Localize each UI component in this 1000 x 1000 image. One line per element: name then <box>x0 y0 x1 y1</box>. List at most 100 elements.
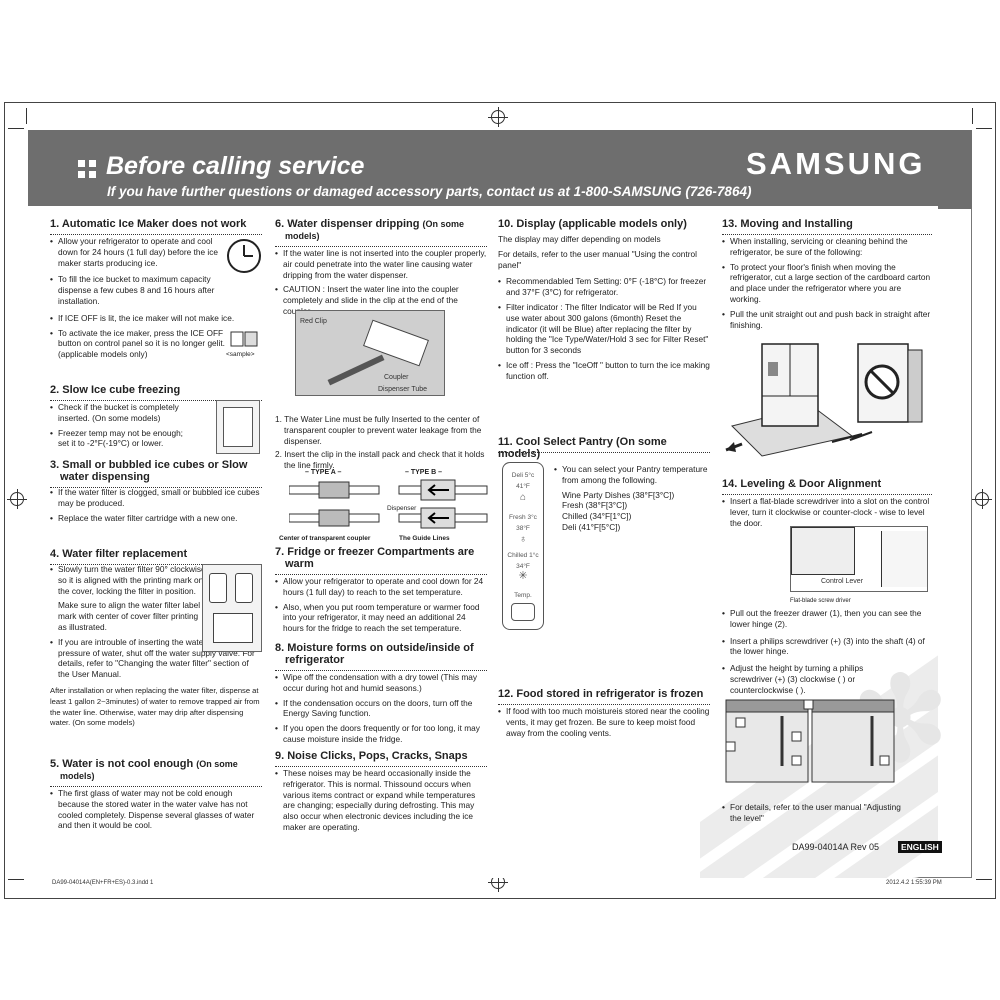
pantry-deli-label: Deli 5°c 41°F <box>511 472 535 490</box>
section-heading: 4. Water filter replacement <box>50 548 188 560</box>
deli-icon: ⌂ <box>519 492 527 503</box>
bullet: To fill the ice bucket to maximum capaci… <box>50 274 232 306</box>
chilled-icon: ✳ <box>518 570 528 582</box>
pantry-temp-label: Temp. <box>514 592 532 599</box>
bullet: You can select your Pantry temperature f… <box>554 464 710 486</box>
section-moving: 13. Moving and Installing When installin… <box>722 218 932 457</box>
section-noise: 9. Noise Clicks, Pops, Cracks, Snaps The… <box>275 750 487 837</box>
section-divider <box>275 766 487 767</box>
crop-mark <box>26 108 27 124</box>
bullet: Allow your refrigerator to operate and c… <box>275 576 487 598</box>
section-ice-maker: 1. Automatic Ice Maker does not work All… <box>50 218 262 364</box>
ice-bucket-illustration <box>216 400 260 454</box>
ice-off-panel-icon <box>230 331 258 347</box>
section-display: 10. Display (applicable models only) The… <box>498 218 710 386</box>
section-divider <box>275 246 487 247</box>
bullet: If food with too much moistureis stored … <box>498 706 710 738</box>
language-badge: ENGLISH <box>898 841 942 853</box>
pantry-option: Wine Party Dishes (38°F[3°C]) <box>562 489 675 500</box>
crop-mark <box>976 128 992 129</box>
bullet: Insert a flat-blade screwdriver into a s… <box>722 496 932 528</box>
section-divider <box>722 234 932 235</box>
part-number: DA99-04014A Rev 05 <box>792 842 880 852</box>
water-filter-illustration <box>202 564 262 652</box>
bullet: Check if the bucket is completely insert… <box>50 402 196 424</box>
pantry-fresh-label: Fresh 3°c 38°F <box>509 514 537 532</box>
paragraph: The display may differ depending on mode… <box>498 234 661 244</box>
bullet: When installing, servicing or cleaning b… <box>722 236 932 258</box>
center-coupler-label: Center of transparent coupler <box>279 535 371 542</box>
section-water-cool: 5. Water is not cool enough (On some mod… <box>50 758 262 835</box>
bullet: Filter indicator : The filter Indicator … <box>498 302 710 356</box>
fresh-icon: ♁ <box>519 534 527 545</box>
page-subtitle: If you have further questions or damaged… <box>107 184 752 199</box>
pantry-option: Fresh (38°F[3°C]) <box>562 500 628 511</box>
coupler-types-diagram <box>289 479 488 529</box>
numbered-step: 2. Insert the clip in the install pack a… <box>275 449 485 471</box>
control-lever-label: Control Lever <box>821 578 864 585</box>
moving-fridge-illustration <box>725 343 923 457</box>
bullet: If the water filter is clogged, small or… <box>50 487 262 509</box>
section-heading-text: 6. Water dispenser dripping <box>275 218 420 230</box>
type-a-label: – TYPE A – <box>305 469 342 476</box>
section-divider <box>722 494 932 495</box>
bullet: Also, when you put room temperature or w… <box>275 602 487 634</box>
bullet: Pull the unit straight out and push back… <box>722 309 932 331</box>
section-small-ice: 3. Small or bubbled ice cubes or Slow wa… <box>50 459 262 527</box>
bullet: Allow your refrigerator to operate and c… <box>50 236 222 268</box>
registration-mark-icon <box>972 489 992 509</box>
sample-label: <sample> <box>226 351 255 358</box>
pantry-temp-button[interactable] <box>511 603 535 621</box>
clock-icon <box>227 239 261 273</box>
section-divider <box>275 670 487 671</box>
numbered-step: 1. The Water Line must be fully Inserted… <box>275 414 482 446</box>
section-filter-replacement: 4. Water filter replacement Slowly turn … <box>50 548 262 733</box>
guide-lines-label: The Guide Lines <box>399 535 450 542</box>
section-heading: 14. Leveling & Door Alignment <box>722 478 882 490</box>
file-name: DA99-04014A(EN+FR+ES)-0.3.indd 1 <box>52 880 154 886</box>
bullet: Replace the water filter cartridge with … <box>50 513 262 524</box>
section-heading: 12. Food stored in refrigerator is froze… <box>498 688 704 700</box>
section-heading: 11. Cool Select Pantry (On some models) <box>498 436 667 460</box>
bullet: To protect your floor's finish when movi… <box>722 262 932 305</box>
bullet: If the condensation occurs on the doors,… <box>275 698 487 720</box>
bullet: Adjust the height by turning a philips s… <box>722 663 884 695</box>
hinge-illustration <box>725 699 895 783</box>
section-heading: 2. Slow Ice cube freezing <box>50 384 181 396</box>
crop-mark <box>8 879 24 880</box>
coupler-illustration: Red Clip Coupler Dispenser Tube <box>295 310 445 396</box>
pantry-chilled-label: Chilled 1°c 34°F <box>507 552 539 570</box>
brand-logo: SAMSUNG <box>746 146 926 181</box>
bullet: These noises may be heard occasionally i… <box>275 768 487 833</box>
bullet: Slowly turn the water filter 90° clockwi… <box>50 564 206 596</box>
section-dispenser-dripping: 6. Water dispenser dripping (On some mod… <box>275 218 488 542</box>
bullet: Recommendabled Tem Setting: 0°F (-18°C) … <box>498 276 710 298</box>
red-clip-label: Red Clip <box>300 318 327 325</box>
pantry-option: Deli (41°F[5°C]) <box>562 521 621 532</box>
bullet: Pull out the freezer drawer (1), then yo… <box>722 608 932 630</box>
page-title: Before calling service <box>106 152 365 180</box>
paragraph: Make sure to align the water filter labe… <box>58 600 201 632</box>
bullet: If you open the doors frequently or for … <box>275 723 487 745</box>
bullet: Ice off : Press the "IceOff " button to … <box>498 360 710 382</box>
bullet: If ICE OFF is lit, the ice maker will no… <box>50 313 262 324</box>
registration-mark-icon <box>488 107 508 127</box>
section-divider <box>498 452 710 453</box>
section-divider <box>275 574 487 575</box>
dispenser-label: Dispenser <box>387 505 417 512</box>
paragraph: For details, refer to the user manual "U… <box>498 248 697 270</box>
section-divider <box>498 704 710 705</box>
coupler-label: Coupler <box>384 374 409 381</box>
section-heading-note: (On some models) <box>285 219 465 241</box>
section-heading: 8. Moisture forms on outside/inside of r… <box>275 642 474 666</box>
section-heading: 9. Noise Clicks, Pops, Cracks, Snaps <box>275 750 468 762</box>
dispenser-tube-label: Dispenser Tube <box>378 386 428 393</box>
crop-mark <box>8 128 24 129</box>
pantry-control-panel: Deli 5°c 41°F ⌂ Fresh 3°c 38°F ♁ Chilled… <box>502 462 544 630</box>
bullet: Freezer temp may not be enough; set it t… <box>50 428 196 450</box>
bullet: For details, refer to the user manual "A… <box>722 802 902 824</box>
section-heading: 1. Automatic Ice Maker does not work <box>50 218 247 230</box>
bullet: To activate the ice maker, press the ICE… <box>50 328 226 360</box>
print-date: 2012.4.2 1:55:39 PM <box>886 880 942 886</box>
